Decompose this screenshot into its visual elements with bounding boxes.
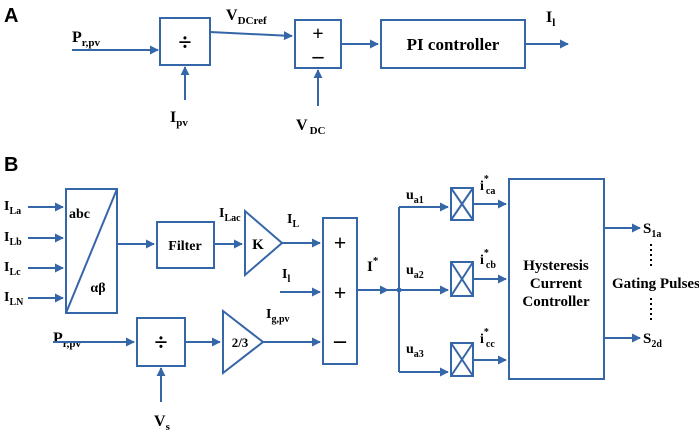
divide-symbol-b: ÷ bbox=[154, 330, 167, 356]
sum-b-sign-2: + bbox=[334, 280, 347, 305]
vs-label: Vs bbox=[154, 413, 171, 433]
ilac-label: ILac bbox=[219, 206, 241, 224]
ilc-label: ILc bbox=[4, 260, 21, 278]
multiplier-3-cross-b bbox=[450, 342, 474, 377]
vdcref-label: VDCref bbox=[226, 7, 267, 27]
ilb-label: ILb bbox=[4, 230, 22, 248]
sum-minus-a: – bbox=[312, 43, 325, 68]
icc-label: i*cc bbox=[480, 327, 495, 350]
ua1-label: ua1 bbox=[406, 188, 424, 206]
output-il-label: Il bbox=[546, 9, 555, 29]
multiplier-1-cross-b bbox=[450, 187, 474, 221]
pi-controller-block bbox=[380, 19, 526, 69]
sum-b-sign-3: – bbox=[333, 328, 347, 354]
sum-block-b bbox=[322, 217, 358, 365]
ua2-label: ua2 bbox=[406, 263, 424, 281]
iln-label: ILN bbox=[4, 290, 24, 308]
prpv-input-label: Pr,pv bbox=[72, 29, 101, 49]
multiplier-2-cross-b bbox=[450, 261, 474, 297]
sum-plus-a: + bbox=[312, 23, 323, 45]
panel-a-label: A bbox=[4, 5, 18, 27]
ila-label: ILa bbox=[4, 199, 21, 217]
prpv-b-label: Pr,pv bbox=[53, 330, 82, 350]
panel-b: B ILa ILb ILc ILN abc αβ Filter ILac K I… bbox=[4, 154, 699, 433]
filter-block bbox=[156, 221, 215, 269]
hcc-line-1: Hysteresis bbox=[523, 258, 589, 274]
icb-label: i*cb bbox=[480, 248, 496, 271]
s2d-label: S2d bbox=[643, 331, 662, 350]
hysteresis-controller-block bbox=[508, 178, 605, 380]
igpv-label: Ig,pv bbox=[266, 307, 290, 325]
vdcref-arrow bbox=[209, 31, 293, 41]
gain-two-thirds-triangle bbox=[222, 308, 265, 376]
hcc-line-3: Controller bbox=[522, 294, 590, 310]
ipv-label: Ipv bbox=[170, 109, 188, 129]
alphabeta-label: αβ bbox=[90, 281, 105, 296]
pi-controller-label: PI controller bbox=[407, 35, 500, 54]
s1a-label: S1a bbox=[643, 221, 661, 240]
abc-block-diagonal bbox=[65, 188, 118, 314]
ica-label: i*ca bbox=[480, 174, 495, 197]
abc-label: abc bbox=[69, 207, 90, 222]
gain-k-triangle bbox=[244, 208, 284, 278]
istar-label: I* bbox=[367, 255, 379, 275]
gain-k-label: K bbox=[252, 237, 264, 253]
sum-b-sign-1: + bbox=[334, 230, 347, 255]
divide-symbol-a: ÷ bbox=[178, 30, 191, 56]
divide-block-a bbox=[159, 17, 211, 66]
il-in-label: Il bbox=[282, 267, 290, 285]
hcc-line-2: Current bbox=[530, 276, 582, 292]
filter-label: Filter bbox=[168, 239, 201, 254]
gain-two-thirds-label: 2/3 bbox=[232, 335, 249, 350]
panel-b-label: B bbox=[4, 154, 18, 176]
gating-pulses-label: Gating Pulses bbox=[612, 276, 699, 292]
ua3-label: ua3 bbox=[406, 342, 424, 360]
il-out-label: IL bbox=[287, 212, 299, 230]
